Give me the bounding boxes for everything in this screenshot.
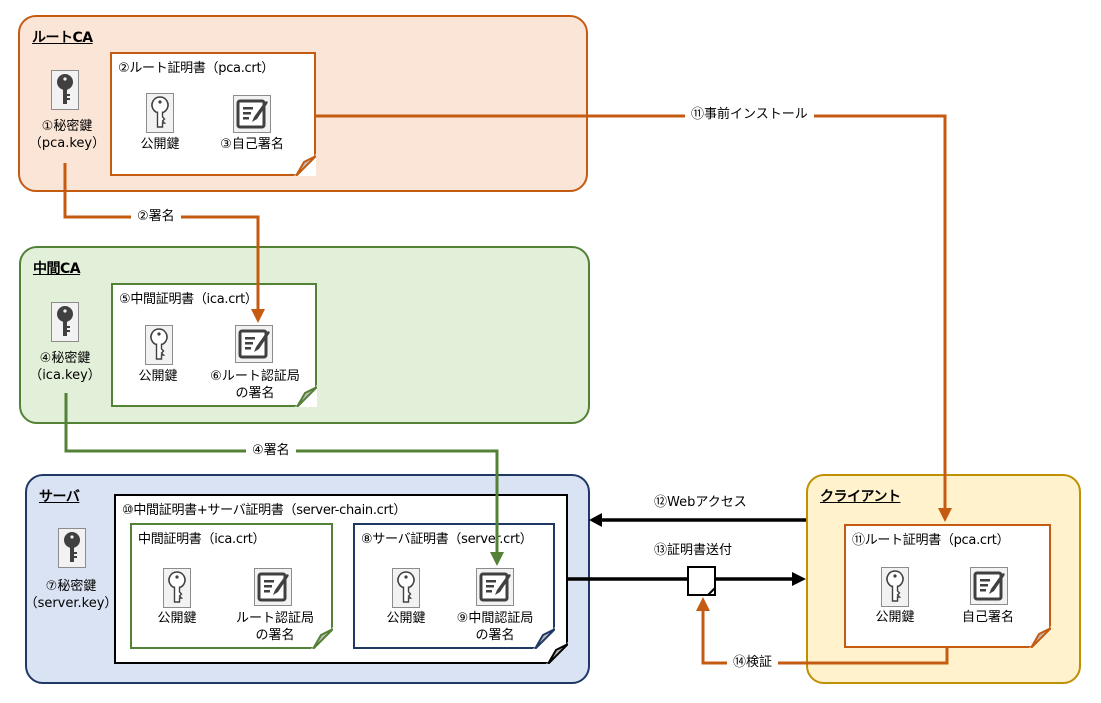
server-ica-public-key-label: 公開鍵 [157,611,197,626]
client-title: クライアント [820,489,901,505]
intermediate-cert: ⑤中間証明書（ica.crt） [111,283,317,407]
client-cert-title: ⑪ルート証明書（pca.crt） [852,533,1010,548]
server-cert-title: ⑧サーバ証明書（server.crt） [361,532,533,547]
arrowhead [490,552,504,566]
server-cert: ⑧サーバ証明書（server.crt） [353,523,555,649]
client-signature-label: 自己署名 [961,610,1014,625]
send-cert-label: ⑬証明書送付 [654,543,733,558]
server-title: サーバ [39,489,80,505]
root-cert: ②ルート証明書（pca.crt） [110,52,316,176]
intermediate-cert-title: ⑤中間証明書（ica.crt） [119,292,258,307]
page-fold-icon [311,627,333,649]
intermediate-ca-title: 中間CA [33,261,81,277]
sign-root-label: ②署名 [131,209,181,225]
page-fold-icon [295,385,317,407]
server-private-key-label: ⑦秘密鍵 （server.key） [24,579,118,611]
root-ca-title: ルートCA [32,30,93,46]
intermediate-private-key-label: ④秘密鍵 （ica.key） [29,351,101,383]
client-public-key-label: 公開鍵 [875,610,915,625]
server-ica-signature-label: ルート認証局 の署名 [235,611,314,643]
document-icon [687,566,716,596]
arrowhead [792,572,806,586]
page-fold-icon [546,642,568,664]
preinstall-label: ⑪事前インストール [685,107,814,123]
sign-intermediate-label: ④署名 [246,443,296,459]
root-private-key-label: ①秘密鍵 （pca.key） [28,119,106,151]
root-public-key-label: 公開鍵 [140,137,180,152]
server-signature-label: ⑨中間認証局 の署名 [456,611,534,643]
server-ica-cert-title: 中間証明書（ica.crt） [138,532,266,547]
page-fold-icon [1029,626,1051,648]
sign-root-connector [63,163,260,310]
web-access-label: ⑫Webアクセス [654,495,747,510]
intermediate-public-key-label: 公開鍵 [138,369,178,384]
page-fold-icon [294,154,316,176]
client-root-cert: ⑪ルート証明書（pca.crt） [844,524,1051,648]
server-public-key-label: 公開鍵 [386,611,426,626]
root-cert-title: ②ルート証明書（pca.crt） [118,61,274,76]
page-fold-icon [533,627,555,649]
root-signature-label: ③自己署名 [220,137,284,152]
intermediate-signature-label: ⑥ルート認証局 の署名 [210,369,300,401]
arrowhead [696,597,710,611]
sign-intermediate-connector [64,393,499,553]
preinstall-connector [316,114,947,510]
arrowhead [589,513,602,527]
verify-connector [701,610,949,665]
verify-label: ⑭検証 [727,655,779,671]
arrowhead [938,508,952,522]
arrowhead [251,309,265,323]
server-chain-title: ⑩中間証明書+サーバ証明書（server-chain.crt） [122,503,407,518]
